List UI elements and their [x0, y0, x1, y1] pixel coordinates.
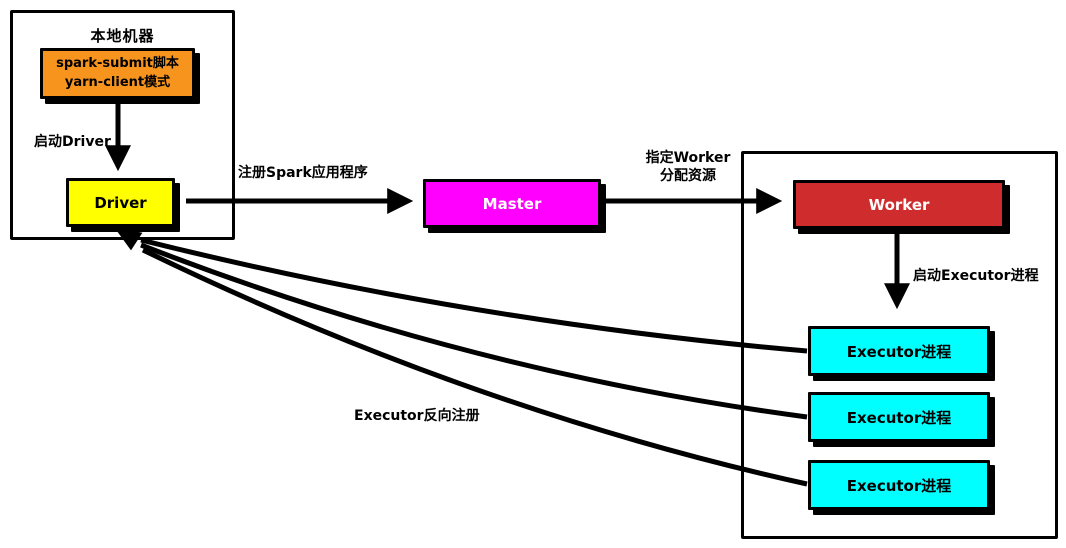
edge-label-assign-worker: 指定Worker 分配资源 [634, 150, 742, 185]
executor-1-label: Executor进程 [846, 342, 952, 361]
curve-reverse-register-3 [141, 247, 808, 487]
edge-label-reverse-register: Executor反向注册 [354, 408, 480, 424]
spark-submit-node: spark-submit脚本 yarn-client模式 [40, 48, 195, 99]
local-machine-container: 本地机器 [10, 10, 235, 240]
executor-3-label: Executor进程 [846, 476, 952, 495]
edge-label-launch-executors: 启动Executor进程 [913, 268, 1039, 284]
edge-label-assign-worker-line1: 指定Worker [645, 150, 731, 166]
edge-label-launch-driver: 启动Driver [34, 134, 111, 150]
worker-node-box: Worker [793, 180, 1005, 229]
worker-node-container [741, 151, 1058, 539]
local-machine-label: 本地机器 [90, 27, 155, 45]
driver-node: Driver [66, 178, 175, 227]
spark-submit-line1: spark-submit脚本 [56, 56, 179, 72]
driver-label: Driver [94, 193, 147, 212]
executor-node-3: Executor进程 [808, 460, 990, 510]
spark-submit-line2: yarn-client模式 [64, 74, 171, 90]
executor-2-label: Executor进程 [846, 408, 952, 427]
curve-reverse-register-2 [140, 242, 808, 420]
edge-label-assign-worker-line2: 分配资源 [660, 167, 716, 184]
worker-label: Worker [868, 195, 930, 214]
executor-node-2: Executor进程 [808, 392, 990, 442]
executor-node-1: Executor进程 [808, 326, 990, 376]
master-node: Master [423, 179, 601, 228]
edge-label-register-app: 注册Spark应用程序 [238, 165, 368, 181]
master-label: Master [482, 194, 542, 213]
curve-reverse-register-1 [140, 237, 808, 354]
